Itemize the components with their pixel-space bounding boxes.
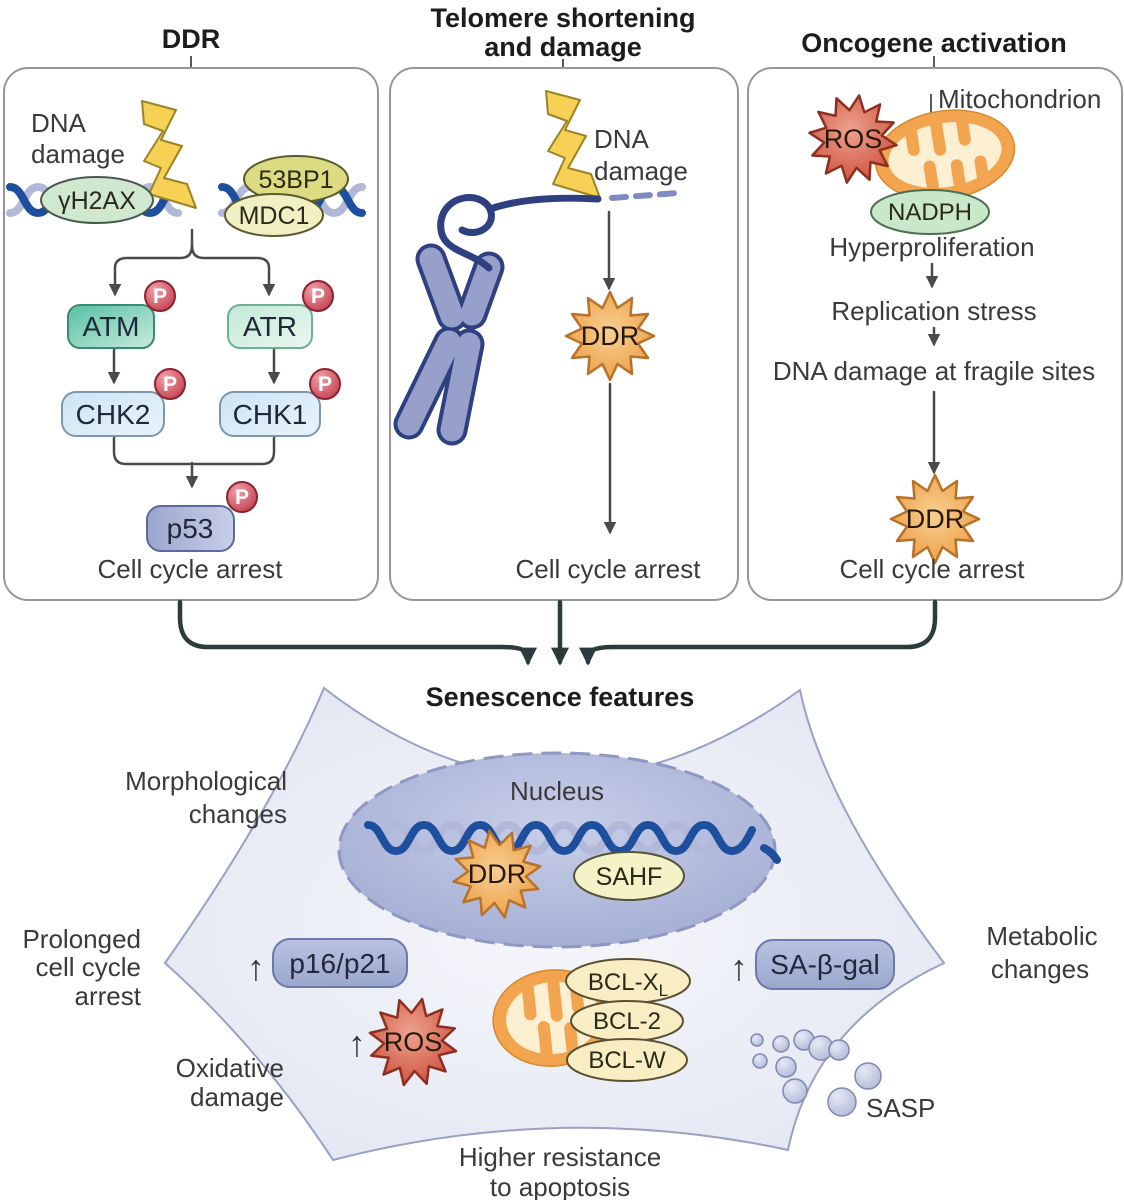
53bp1-label: 53BP1 [258,166,333,194]
sahf-oval [573,851,685,901]
feature-labels: Morphological changes Prolonged cell cyc… [22,766,1097,1200]
atm-box [67,304,155,349]
atm-label: ATM [82,311,139,342]
bcl-w-label: BCL-W [588,1047,666,1074]
senescence-title: Senescence features [426,682,695,712]
gamma-h2ax-oval [40,176,154,224]
panel-oncogene: Oncogene activation Mitochondrion ROS NA… [747,28,1123,601]
ros-burst-label: ROS [384,1027,443,1057]
dna-damage-label: damage [594,156,688,186]
sasp-label: SASP [866,1093,935,1123]
panel-telomere-title: Telomere shortening [430,3,695,33]
phospho-badge [226,481,258,513]
mdc1-label: MDC1 [239,202,310,230]
p16-p21-label: p16/p21 [289,948,390,979]
prolonged-arrest-label: Prolonged [22,924,141,954]
p16-p21-pill [272,938,408,988]
p53-label: p53 [167,513,214,544]
atr-box [227,304,313,349]
metabolic-changes-label: changes [991,954,1089,984]
atr-label: ATR [243,311,297,342]
prolonged-arrest-label: cell cycle [36,952,141,982]
nadph-label: NADPH [888,199,972,226]
apoptosis-resistance-label: Higher resistance [459,1142,661,1172]
ddr-burst-label: DDR [468,859,527,889]
prolonged-arrest-label: arrest [75,981,142,1011]
oxidative-damage-label: Oxidative [176,1053,284,1083]
chromosome-icon [393,190,681,446]
chk2-label: CHK2 [76,399,151,430]
gamma-h2ax-label: γH2AX [58,187,136,215]
mitochondrion-icon [874,109,1016,201]
panel-telomere: Telomere shortening and damage DNA damag… [389,3,739,601]
morphological-changes-label: changes [189,799,287,829]
phospho-badge [154,368,186,400]
dna-damage-label: damage [31,139,125,169]
sahf-label: SAHF [596,863,663,891]
phospho-badge [144,280,176,312]
ddr-burst-label: DDR [581,321,640,351]
panel-ddr: DDR DNA damage 53BP1 MDC1 γH2AX ATM [3,24,379,601]
telomere-outcome-label: Cell cycle arrest [516,554,702,584]
dna-damage-label: DNA [31,108,87,138]
ros-burst-label: ROS [824,124,883,154]
metabolic-changes-label: Metabolic [986,921,1097,951]
phospho-badge [309,368,341,400]
panel-oncogene-title: Oncogene activation [801,28,1067,58]
panel-ddr-title: DDR [162,24,221,54]
chk2-box [61,391,165,437]
sa-b-gal-pill [755,939,895,990]
sasp-bubbles-icon [750,1029,882,1117]
convergence-connectors [177,599,938,666]
bcl-xl-label: BCL-XL [588,969,668,1000]
replication-stress-label: Replication stress [831,296,1036,326]
nuclear-dna-helix-icon [364,820,781,864]
chk1-box [219,391,321,437]
ddr-outcome-label: Cell cycle arrest [98,554,284,584]
oncogene-outcome-label: Cell cycle arrest [840,554,1026,584]
mdc1-oval [224,193,324,237]
morphological-changes-label: Morphological [125,766,287,796]
bcl-w-oval [566,1038,688,1082]
nucleus-label: Nucleus [510,776,604,806]
merge-connector [112,436,276,489]
bcl-2-label: BCL-2 [593,1008,661,1035]
up-arrow: ↑ [730,947,748,988]
telomere-dashed-end [609,190,681,201]
sa-b-gal-label: SA-β-gal [770,949,879,980]
dna-damage-label: DNA [594,124,650,154]
fragile-sites-label: DNA damage at fragile sites [773,356,1095,386]
phospho-badge [302,280,334,312]
oxidative-damage-label: damage [190,1082,284,1112]
panel-telomere-title: and damage [484,32,642,62]
senescent-cell: Senescence features Nucleus DDR SAHF ↑ p… [163,682,946,1162]
up-arrow: ↑ [348,1023,366,1064]
nadph-oval [870,189,990,235]
apoptosis-resistance-label: to apoptosis [490,1172,630,1200]
mitochondrion-label: Mitochondrion [938,84,1101,114]
split-connector [108,228,276,297]
up-arrow: ↑ [247,947,265,988]
chk1-label: CHK1 [233,399,308,430]
hyperproliferation-label: Hyperproliferation [829,232,1034,262]
ddr-burst-label: DDR [906,504,965,534]
p53-box [146,505,235,552]
